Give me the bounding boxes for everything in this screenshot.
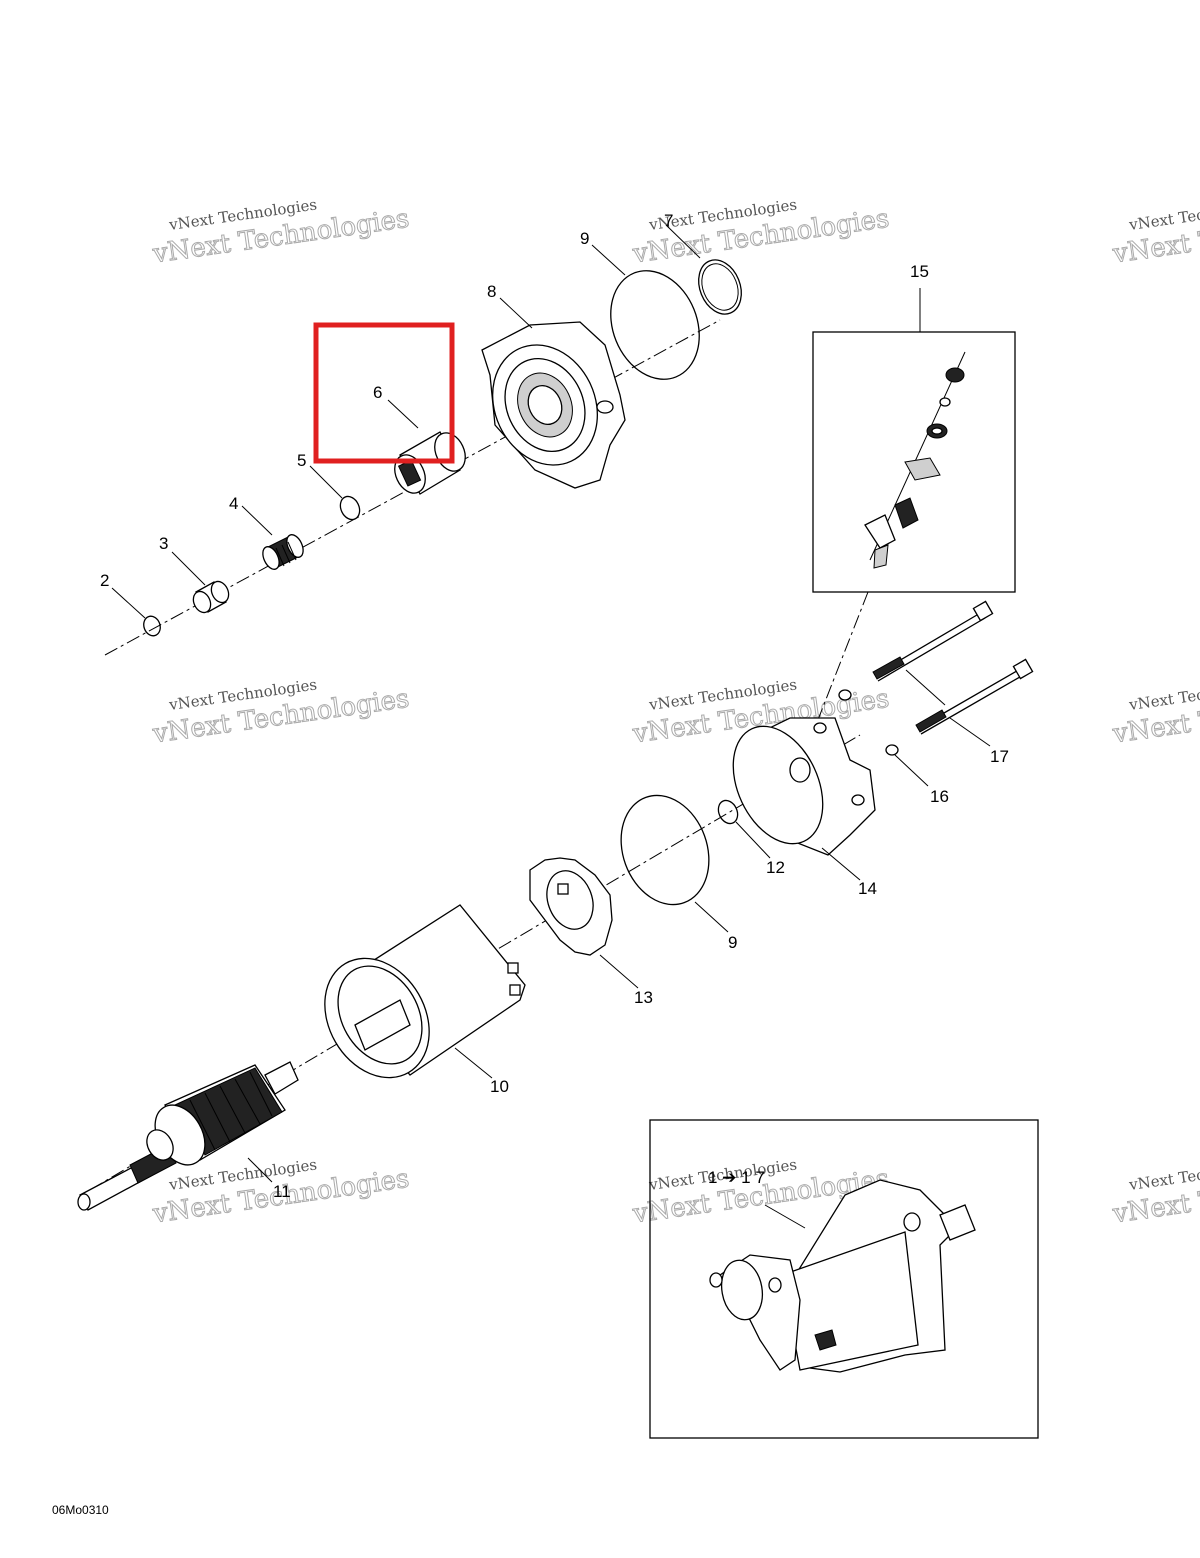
callout-9-lower[interactable]: 9 [728, 933, 737, 952]
callout-numbers: 2 3 4 5 6 8 9 7 15 17 16 12 14 9 13 10 1… [100, 211, 1009, 1201]
inset-label: 1 ➔ 1 7 [708, 1168, 765, 1187]
part-12-ring[interactable] [715, 797, 741, 826]
highlight-box [313, 322, 455, 464]
callout-16[interactable]: 16 [930, 787, 949, 806]
callout-14[interactable]: 14 [858, 879, 877, 898]
watermark: vNext Technologies vNext Technologies [150, 675, 412, 750]
lower-assembly-axis [89, 734, 861, 1191]
part-16-nuts[interactable] [838, 689, 899, 756]
part-2-ring[interactable] [141, 614, 163, 638]
part-3-bushing[interactable] [190, 579, 232, 616]
callout-4[interactable]: 4 [229, 494, 238, 513]
part-13-brush-plate[interactable] [529, 857, 613, 956]
watermark: vNext Technologies vNext Technologies [1110, 1155, 1200, 1230]
part-14-end-housing[interactable] [716, 712, 876, 858]
callout-5[interactable]: 5 [297, 451, 306, 470]
part-10-field-frame[interactable] [304, 904, 526, 1097]
brush-holder-axis [811, 591, 869, 736]
callout-11[interactable]: 11 [273, 1182, 291, 1201]
watermark: vNext Technologies vNext Technologies [1110, 675, 1200, 750]
watermark: vNext Technologies vNext Technologies [1110, 195, 1200, 270]
part-8-drive-housing[interactable] [473, 321, 626, 489]
assembled-starter-inset[interactable]: 1 ➔ 1 7 [649, 1119, 1039, 1439]
callout-2[interactable]: 2 [100, 571, 109, 590]
part-11-armature[interactable] [77, 1061, 299, 1211]
watermark: vNext Technologies vNext Technologies [150, 195, 412, 270]
part-17-through-bolts[interactable] [872, 600, 1034, 735]
callout-13[interactable]: 13 [634, 988, 653, 1007]
callout-7[interactable]: 7 [664, 211, 673, 230]
diagram-code: 06Mo0310 [52, 1503, 109, 1517]
part-9-o-ring-lower[interactable] [606, 783, 723, 917]
callout-12[interactable]: 12 [766, 858, 785, 877]
part-4-spring[interactable] [260, 532, 307, 572]
part-5-ring[interactable] [337, 493, 363, 522]
callout-15[interactable]: 15 [910, 262, 929, 281]
callout-3[interactable]: 3 [159, 534, 168, 553]
leader-lines [111, 224, 991, 1229]
callout-8[interactable]: 8 [487, 282, 496, 301]
callout-9-upper[interactable]: 9 [580, 229, 589, 248]
part-9-o-ring-upper[interactable] [595, 257, 715, 392]
part-15-inset-box[interactable] [812, 331, 1016, 593]
watermarks: vNext Technologies vNext Technologies vN… [150, 195, 1200, 1230]
callout-17[interactable]: 17 [990, 747, 1009, 766]
callout-10[interactable]: 10 [490, 1077, 509, 1096]
callout-6[interactable]: 6 [373, 383, 382, 402]
part-7-ring[interactable] [691, 254, 749, 321]
